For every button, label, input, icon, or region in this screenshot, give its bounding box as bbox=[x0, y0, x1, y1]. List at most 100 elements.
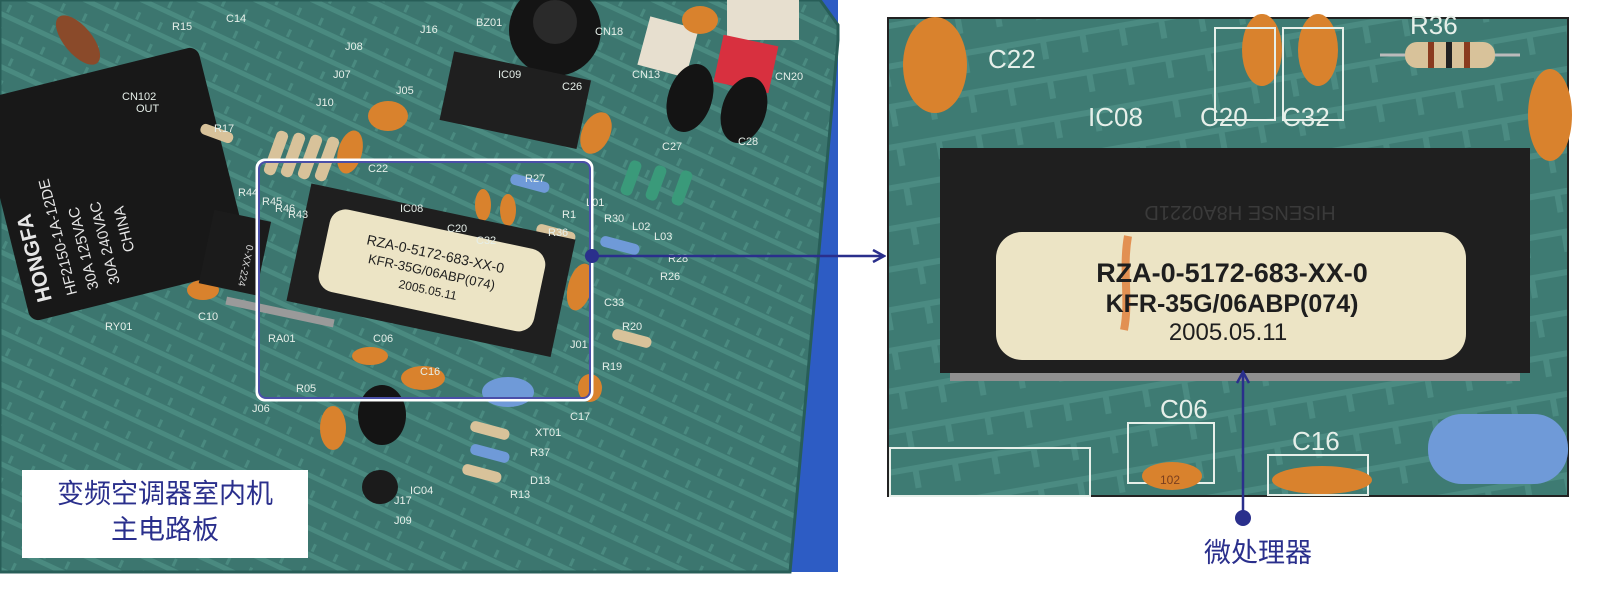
zoom-chip-pins bbox=[950, 373, 1520, 381]
svg-text:IC04: IC04 bbox=[410, 485, 433, 497]
svg-text:R1: R1 bbox=[562, 209, 576, 221]
svg-text:IC08: IC08 bbox=[1088, 102, 1143, 132]
connector-white bbox=[637, 16, 699, 78]
zoom-chip-line3: 2005.05.11 bbox=[1169, 319, 1287, 346]
svg-text:C22: C22 bbox=[368, 163, 388, 175]
svg-text:C32: C32 bbox=[476, 235, 496, 247]
svg-text:L02: L02 bbox=[632, 221, 650, 233]
svg-text:C17: C17 bbox=[570, 411, 590, 423]
board-title-label: 变频空调器室内机 主电路板 bbox=[22, 470, 308, 558]
svg-text:RY01: RY01 bbox=[105, 321, 132, 333]
connector-red bbox=[713, 34, 779, 94]
ic08-microcontroller: RZA-0-5172-683-XX-0 KFR-35G/06ABP(074) 2… bbox=[286, 183, 576, 357]
svg-text:C20: C20 bbox=[447, 223, 467, 235]
svg-text:R17: R17 bbox=[214, 123, 234, 135]
svg-text:C28: C28 bbox=[738, 136, 758, 148]
zoom-chip-label bbox=[996, 232, 1466, 360]
svg-text:C14: C14 bbox=[226, 13, 246, 25]
svg-text:C27: C27 bbox=[662, 141, 682, 153]
svg-text:BZ01: BZ01 bbox=[476, 17, 502, 29]
svg-text:J17: J17 bbox=[394, 495, 412, 507]
zoom-chip-line1: RZA-0-5172-683-XX-0 bbox=[1096, 258, 1368, 288]
svg-text:R26: R26 bbox=[660, 271, 680, 283]
board-title-line1: 变频空调器室内机 bbox=[57, 479, 273, 510]
zoom-cap-c16 bbox=[1272, 466, 1372, 494]
svg-text:R46: R46 bbox=[275, 203, 295, 215]
microprocessor-caption: 微处理器 bbox=[1204, 538, 1312, 569]
left-photo: HONGFA HF2150-1A-12DE 30A 125VAC 30A 240… bbox=[0, 0, 840, 574]
electrolytic-cap-2 bbox=[720, 76, 768, 144]
svg-text:R37: R37 bbox=[530, 447, 550, 459]
svg-text:C22: C22 bbox=[988, 44, 1036, 74]
svg-text:L01: L01 bbox=[586, 197, 604, 209]
svg-text:D13: D13 bbox=[530, 475, 550, 487]
svg-text:R44: R44 bbox=[238, 187, 258, 199]
svg-text:C16: C16 bbox=[420, 366, 440, 378]
svg-text:C10: C10 bbox=[198, 311, 218, 323]
svg-text:R43: R43 bbox=[288, 209, 308, 221]
svg-text:J06: J06 bbox=[252, 403, 270, 415]
crystal-blue bbox=[482, 377, 534, 407]
svg-text:OUT: OUT bbox=[136, 103, 160, 115]
svg-text:J08: J08 bbox=[345, 41, 363, 53]
svg-text:IC08: IC08 bbox=[400, 203, 423, 215]
svg-text:R20: R20 bbox=[622, 321, 642, 333]
board-title-line2: 主电路板 bbox=[111, 515, 219, 546]
svg-text:RA01: RA01 bbox=[268, 333, 296, 345]
zoom-silkscreen-labels: C22 R36 C20 C32 IC08 C06 C16 bbox=[988, 10, 1458, 456]
svg-text:C20: C20 bbox=[1200, 102, 1248, 132]
electrolytic-cap-1 bbox=[666, 64, 714, 132]
silkscreen-labels: R15 C14 J16 BZ01 IC09 CN18 CN13 CN20 C26… bbox=[105, 13, 803, 527]
svg-text:R36: R36 bbox=[1410, 10, 1458, 40]
zoom-cap-c20 bbox=[1242, 14, 1282, 86]
svg-text:R19: R19 bbox=[602, 361, 622, 373]
svg-text:C06: C06 bbox=[373, 333, 393, 345]
capacitor-red bbox=[55, 15, 101, 65]
svg-text:R15: R15 bbox=[172, 21, 192, 33]
highlight-box-outer bbox=[255, 158, 594, 402]
svg-text:R45: R45 bbox=[262, 196, 282, 208]
svg-text:C33: C33 bbox=[604, 297, 624, 309]
zoom-cap-c32 bbox=[1298, 14, 1338, 86]
right-zoom-photo: HISENSE H8A0221D RZA-0-5172-683-XX-0 KFR… bbox=[887, 10, 1572, 497]
callout-dot bbox=[585, 249, 599, 263]
socket bbox=[198, 209, 272, 296]
svg-text:C32: C32 bbox=[1282, 102, 1330, 132]
relay: HONGFA HF2150-1A-12DE 30A 125VAC 30A 240… bbox=[0, 47, 251, 321]
svg-text:L03: L03 bbox=[654, 231, 672, 243]
zoom-chip-ghost-text: HISENSE H8A0221D bbox=[1144, 201, 1335, 223]
zoom-crystal bbox=[1428, 414, 1568, 484]
resistors bbox=[200, 123, 693, 483]
svg-text:J05: J05 bbox=[396, 85, 414, 97]
microprocessor-pointer-dot bbox=[1235, 510, 1251, 526]
svg-text:J01: J01 bbox=[570, 339, 588, 351]
svg-text:J09: J09 bbox=[394, 515, 412, 527]
connector-white-2 bbox=[727, 0, 799, 40]
svg-text:R05: R05 bbox=[296, 383, 316, 395]
jumper-wire bbox=[225, 296, 335, 328]
svg-text:C06: C06 bbox=[1160, 394, 1208, 424]
electrolytic-cap-3 bbox=[358, 385, 406, 445]
zoom-cap-c06 bbox=[1142, 462, 1202, 490]
zoom-chip-line2: KFR-35G/06ABP(074) bbox=[1106, 290, 1359, 318]
svg-text:XT01: XT01 bbox=[535, 427, 561, 439]
svg-text:R27: R27 bbox=[525, 173, 545, 185]
transistor bbox=[362, 470, 398, 504]
ic09-chip bbox=[439, 51, 592, 149]
svg-text:R30: R30 bbox=[604, 213, 624, 225]
svg-text:IC09: IC09 bbox=[498, 69, 521, 81]
svg-text:C16: C16 bbox=[1292, 426, 1340, 456]
svg-text:J10: J10 bbox=[316, 97, 334, 109]
svg-text:J16: J16 bbox=[420, 24, 438, 36]
ceramic-caps bbox=[187, 6, 718, 450]
svg-text:R36: R36 bbox=[548, 227, 568, 239]
svg-text:CN13: CN13 bbox=[632, 69, 660, 81]
svg-text:102: 102 bbox=[1160, 473, 1180, 487]
svg-text:CN20: CN20 bbox=[775, 71, 803, 83]
svg-text:J07: J07 bbox=[333, 69, 351, 81]
svg-text:CN18: CN18 bbox=[595, 26, 623, 38]
svg-text:CN102: CN102 bbox=[122, 91, 156, 103]
zoom-cap-c22 bbox=[903, 17, 967, 113]
svg-text:C26: C26 bbox=[562, 81, 582, 93]
